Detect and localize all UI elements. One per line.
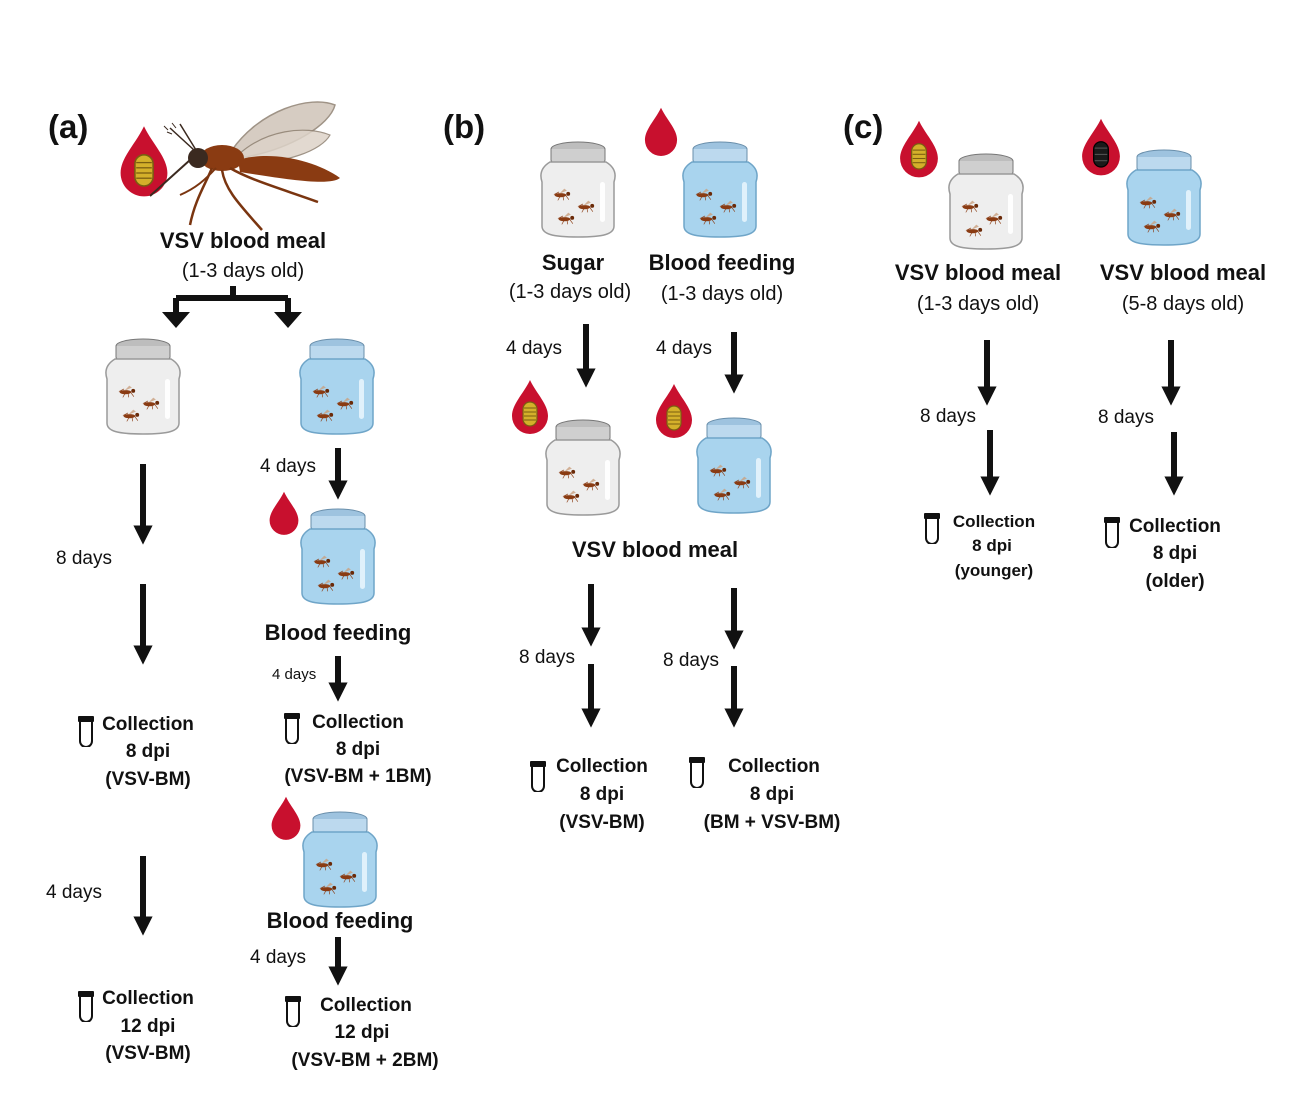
right-4days-label: 4 days [260, 456, 316, 477]
collection-dpi: 8 dpi [580, 784, 624, 805]
collection-label: Collection [320, 995, 412, 1016]
collection-group: (older) [1145, 571, 1204, 592]
jar-icon [106, 339, 180, 434]
collection-group: (VSV-BM + 2BM) [291, 1050, 438, 1071]
collection-dpi: 8 dpi [126, 741, 170, 762]
younger-title: VSV blood meal [895, 260, 1061, 285]
branch-arrow [162, 286, 302, 328]
collection-group: (VSV-BM) [105, 769, 191, 790]
blood-feeding-age: (1-3 days old) [661, 283, 783, 305]
tube-icon [1103, 516, 1121, 548]
jar-icon [1127, 150, 1201, 245]
collection-label: Collection [312, 712, 404, 733]
left-8days-label: 8 days [56, 548, 112, 569]
jar-icon [300, 339, 374, 434]
collection-label: Collection [102, 714, 194, 735]
collection-label: Collection [102, 988, 194, 1009]
panel-c: (c) VSV blood meal (1-3 days old) VSV bl… [843, 108, 1266, 592]
jar-icon [697, 418, 771, 513]
blood-drop-icon [269, 491, 299, 535]
older-8days-label: 8 days [1098, 407, 1154, 428]
sugar-title: Sugar [542, 250, 605, 275]
panel-a-age: (1-3 days old) [182, 260, 304, 282]
left-8days-label: 8 days [519, 647, 575, 668]
blood-feeding-label: Blood feeding [265, 620, 412, 645]
virus-blood-drop-icon [655, 383, 693, 438]
tube-icon [77, 715, 95, 747]
older-title: VSV blood meal [1100, 260, 1266, 285]
collection-group: (VSV-BM + 1BM) [284, 766, 431, 787]
virus-blood-drop-icon [511, 379, 549, 434]
vsv-blood-meal-title: VSV blood meal [572, 537, 738, 562]
younger-8days-label: 8 days [920, 406, 976, 427]
tube-icon [284, 995, 302, 1027]
younger-age: (1-3 days old) [917, 293, 1039, 315]
older-age: (5-8 days old) [1122, 293, 1244, 315]
right-4days-label: 4 days [272, 666, 316, 683]
panel-a-letter: (a) [48, 108, 88, 145]
collection-dpi: 8 dpi [336, 739, 380, 760]
blood-feeding-label: Blood feeding [267, 908, 414, 933]
collection-label: Collection [953, 512, 1035, 531]
panel-a: (a) VSV blood meal (1-3 days old) [46, 101, 439, 1071]
panel-b: (b) Sugar (1-3 days old) Blood feeding (… [443, 107, 841, 833]
tube-icon [283, 712, 301, 744]
blood-drop-icon [644, 107, 678, 156]
jar-icon [683, 142, 757, 237]
tube-icon [688, 756, 706, 788]
jar-icon [303, 812, 377, 907]
tube-icon [77, 990, 95, 1022]
collection-label: Collection [728, 756, 820, 777]
jar-icon [949, 154, 1023, 249]
jar-icon [546, 420, 620, 515]
collection-label: Collection [1129, 516, 1221, 537]
collection-dpi: 8 dpi [1153, 543, 1197, 564]
left-4days-label: 4 days [506, 338, 562, 359]
tube-icon [923, 512, 941, 544]
collection-dpi: 12 dpi [335, 1022, 390, 1043]
sugar-age: (1-3 days old) [509, 281, 631, 303]
left-4days-label: 4 days [46, 882, 102, 903]
collection-group: (younger) [955, 561, 1033, 580]
virus-blood-drop-icon [899, 120, 939, 178]
collection-dpi: 8 dpi [972, 536, 1012, 555]
right-4days-label: 4 days [250, 947, 306, 968]
right-4days-label: 4 days [656, 338, 712, 359]
collection-group: (BM + VSV-BM) [704, 812, 841, 833]
right-8days-label: 8 days [663, 650, 719, 671]
blood-drop-icon [271, 796, 301, 840]
collection-label: Collection [556, 756, 648, 777]
collection-dpi: 12 dpi [121, 1016, 176, 1037]
collection-group: (VSV-BM) [559, 812, 645, 833]
tube-icon [529, 760, 547, 792]
jar-icon [541, 142, 615, 237]
collection-dpi: 8 dpi [750, 784, 794, 805]
jar-icon [301, 509, 375, 604]
collection-group: (VSV-BM) [105, 1043, 191, 1064]
blood-feeding-title: Blood feeding [649, 250, 796, 275]
panel-a-title: VSV blood meal [160, 228, 326, 253]
virus-blood-drop-icon [1081, 118, 1121, 176]
mosquito-icon [149, 101, 340, 231]
panel-b-letter: (b) [443, 108, 485, 145]
panel-c-letter: (c) [843, 108, 883, 145]
